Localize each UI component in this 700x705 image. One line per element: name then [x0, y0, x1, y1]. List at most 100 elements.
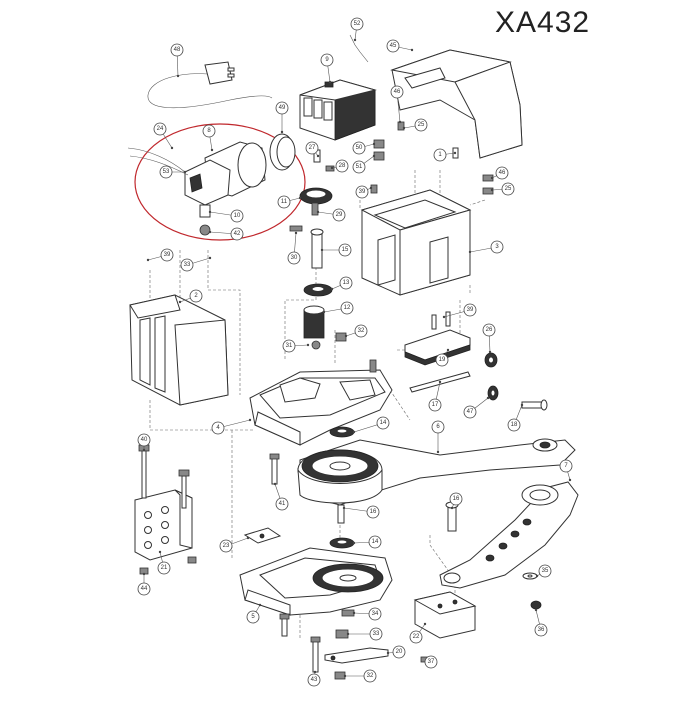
leader-dot [273, 482, 277, 486]
upper-housing [360, 189, 472, 296]
leader-dot [423, 622, 427, 626]
part-bubble [354, 324, 368, 338]
bearing-lower [329, 537, 355, 549]
part-number: 5 [251, 614, 255, 620]
output-gear-arm [297, 438, 576, 524]
part-number: 40 [141, 437, 148, 443]
leader-dot [410, 48, 414, 52]
power-cable [147, 61, 273, 109]
gasket-plate [243, 527, 282, 544]
leader-dot [142, 448, 146, 452]
part-bubble [369, 627, 383, 641]
leader-dot [306, 343, 310, 347]
link-arm [439, 481, 579, 589]
motor-ring [269, 133, 296, 171]
part-bubble [352, 160, 366, 174]
leader-dot [534, 608, 538, 612]
part-bubble [305, 141, 319, 155]
part-number: 51 [356, 164, 363, 170]
part-number: 24 [157, 126, 164, 132]
part-number: 33 [373, 631, 380, 637]
part-number: 48 [174, 47, 181, 53]
part-bubble [355, 185, 369, 199]
part-bubble [246, 610, 260, 624]
part-bubble [538, 564, 552, 578]
leader-dot [210, 148, 214, 152]
bearing-14 [329, 426, 355, 438]
part-bubble [435, 353, 449, 367]
leader-dot [316, 210, 320, 214]
part-number: 41 [279, 501, 286, 507]
part-bubble [320, 53, 334, 67]
part-bubble [307, 673, 321, 687]
part-number: 16 [453, 496, 460, 502]
part-number: 50 [356, 145, 363, 151]
part-number: 31 [286, 343, 293, 349]
part-bubble [335, 159, 349, 173]
part-number: 11 [281, 199, 288, 205]
part-number: 43 [311, 677, 318, 683]
part-bubble [386, 39, 400, 53]
part-number: 29 [336, 212, 343, 218]
part-bubble [363, 669, 377, 683]
part-bubble [202, 124, 216, 138]
leader-dot [535, 574, 539, 578]
part-bubble [157, 561, 171, 575]
part-bubble [507, 418, 521, 432]
leader-dot [320, 248, 324, 252]
leader-dot [442, 315, 446, 319]
leader-dot [488, 350, 492, 354]
leader-dot [330, 166, 334, 170]
part-bubble [495, 166, 509, 180]
part-bubble [275, 101, 289, 115]
leader-dot [386, 651, 390, 655]
leader-dot [313, 670, 317, 674]
mounting-plate [134, 489, 193, 561]
part-number: 32 [367, 673, 374, 679]
leader-dot [298, 196, 302, 200]
leader-dot [352, 430, 356, 434]
lower-bracket [413, 591, 477, 663]
leader-dot [453, 151, 457, 155]
part-number: 25 [418, 122, 425, 128]
part-number: 44 [141, 586, 148, 592]
leader-dot [372, 154, 376, 158]
part-number: 2 [194, 293, 198, 299]
leader-dot [490, 176, 494, 180]
leader-dot [344, 334, 348, 338]
part-number: 20 [396, 649, 403, 655]
part-number: 39 [359, 189, 366, 195]
leader-dot [568, 478, 572, 482]
bracket-plate [404, 311, 471, 366]
leader-dot [280, 130, 284, 134]
part-bubble [159, 165, 173, 179]
leader-dot [208, 256, 212, 260]
part-bubble [449, 492, 463, 506]
part-bubble [433, 148, 447, 162]
gearbox-base [249, 359, 393, 446]
part-number: 6 [436, 424, 440, 430]
part-bubble [340, 301, 354, 315]
leader-dot [352, 611, 356, 615]
leader-dot [142, 572, 146, 576]
leader-dot [330, 287, 334, 291]
part-number: 23 [223, 543, 230, 549]
part-bubble [431, 420, 445, 434]
leader-dot [490, 188, 494, 192]
leader-dot [346, 632, 350, 636]
leader-dot [343, 674, 347, 678]
leader-dot [372, 142, 376, 146]
leader-dot [468, 250, 472, 254]
part-bubble [424, 655, 438, 669]
part-bubble [534, 623, 548, 637]
part-number: 30 [291, 255, 298, 261]
leader-dot [246, 536, 250, 540]
part-number: 3 [495, 244, 499, 250]
leader-dot [208, 230, 212, 234]
lower-base [239, 547, 393, 637]
part-bubble [180, 258, 194, 272]
part-bubble [332, 208, 346, 222]
part-number: 36 [538, 627, 545, 633]
motor [127, 141, 267, 236]
